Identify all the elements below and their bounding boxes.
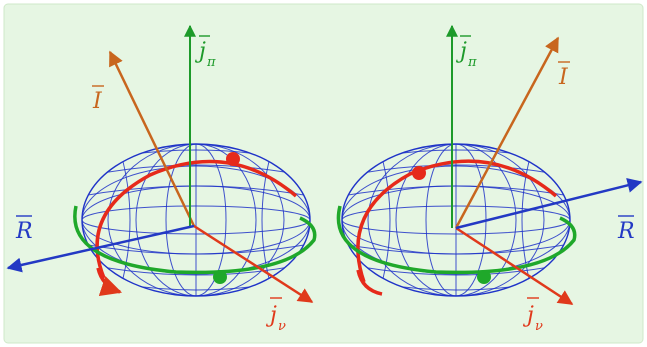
svg-text:I: I	[92, 89, 103, 114]
left-red-orbit	[95, 159, 298, 279]
svg-text:ν: ν	[278, 319, 286, 334]
left-red-dot	[226, 152, 240, 166]
left-R-vector	[6, 224, 195, 273]
right-R-vector	[455, 177, 643, 230]
right-ellipsoid-outline	[341, 143, 571, 297]
right-j-nu-vector	[455, 226, 574, 306]
left-red-orbit-tail	[96, 267, 122, 296]
left-green-orbit	[73, 205, 317, 275]
svg-text:R: R	[617, 219, 635, 244]
right-R-label: R	[617, 215, 635, 244]
left-green-dot	[213, 270, 227, 284]
right-red-orbit-tail	[356, 269, 383, 296]
right-I-label: I	[558, 61, 570, 90]
right-I-vector	[454, 36, 560, 229]
svg-text:I: I	[558, 65, 569, 90]
right-green-orbit	[336, 205, 577, 275]
left-R-label: R	[15, 215, 33, 244]
left-j-nu-vector	[193, 224, 314, 304]
right-red-orbit	[356, 159, 558, 283]
left-configuration: I j π j ν R	[6, 24, 317, 334]
left-I-label: I	[92, 85, 104, 114]
right-red-dot	[412, 166, 426, 180]
svg-text:ν: ν	[535, 319, 543, 334]
right-green-dot	[477, 270, 491, 284]
diagram-background	[3, 3, 644, 344]
svg-text:π: π	[467, 55, 477, 70]
svg-text:R: R	[15, 219, 33, 244]
svg-text:π: π	[206, 55, 216, 70]
left-ellipsoid-outline	[81, 143, 311, 297]
left-I-vector	[108, 50, 196, 227]
